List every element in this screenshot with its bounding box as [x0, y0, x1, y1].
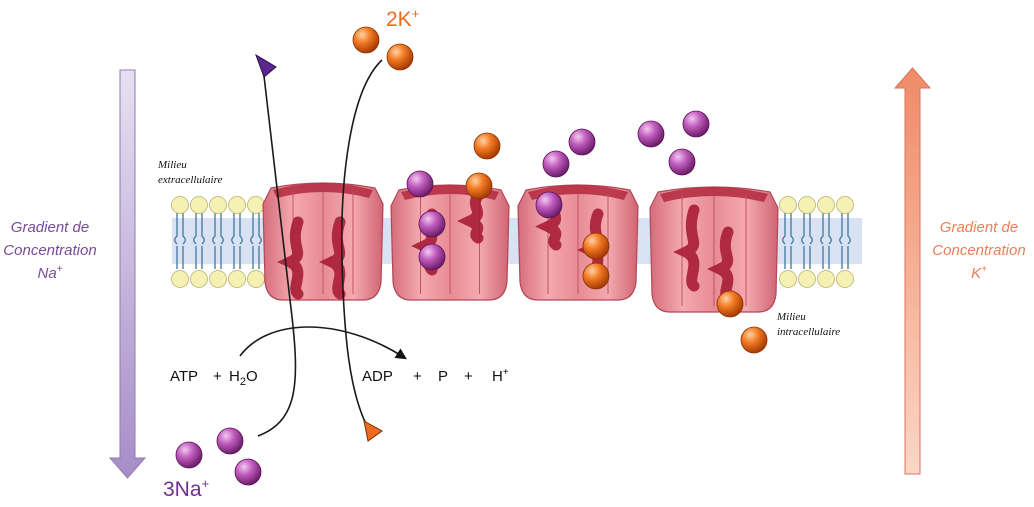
extracellular-line2: extracellulaire	[158, 173, 222, 188]
proton-sup: +	[503, 367, 509, 378]
extracellular-label: Milieu extracellulaire	[158, 158, 222, 188]
potassium-sup: +	[412, 6, 420, 21]
sodium-ion	[407, 171, 433, 197]
k-gradient-ion: K	[971, 265, 981, 282]
sodium-ion	[669, 149, 695, 175]
k-gradient-line2: Concentration	[924, 239, 1034, 262]
k-gradient-line1: Gradient de	[924, 216, 1034, 239]
sodium-sup: +	[202, 476, 210, 491]
potassium-ion-label: 2K+	[386, 8, 419, 32]
potassium-ion	[353, 27, 379, 53]
phosphate-label: P	[438, 368, 448, 385]
proton-label: H+	[492, 368, 509, 385]
plus-sign-1: +	[213, 368, 222, 385]
sodium-ion	[419, 211, 445, 237]
k-entry-arrowhead	[364, 421, 382, 441]
na-gradient-arrow	[110, 70, 145, 478]
sodium-ion	[176, 442, 202, 468]
sodium-ion-label: 3Na+	[163, 478, 209, 502]
sodium-ion	[235, 459, 261, 485]
pump-proteins	[263, 183, 778, 312]
adp-label: ADP	[362, 368, 393, 385]
potassium-ion	[583, 233, 609, 259]
potassium-ion	[474, 133, 500, 159]
potassium-ion	[717, 291, 743, 317]
atpase-pump	[263, 183, 383, 300]
water-h: H	[229, 368, 240, 385]
potassium-ion	[583, 263, 609, 289]
na-gradient-label: Gradient de Concentration Na+	[2, 216, 98, 285]
k-gradient-label: Gradient de Concentration K+	[924, 216, 1034, 285]
potassium-count-label: 2K	[386, 8, 412, 31]
intracellular-line2: intracellulaire	[777, 325, 840, 340]
intracellular-label: Milieu intracellulaire	[777, 310, 840, 340]
na-gradient-sup: +	[57, 264, 63, 275]
potassium-ion	[387, 44, 413, 70]
sodium-ion	[419, 244, 445, 270]
potassium-ion	[741, 327, 767, 353]
atpase-pump	[391, 185, 509, 300]
plus-sign-2: +	[413, 368, 422, 385]
na-gradient-ion: Na	[37, 265, 56, 282]
sodium-ion	[217, 428, 243, 454]
na-gradient-line1: Gradient de	[2, 216, 98, 239]
proton-h: H	[492, 368, 503, 385]
k-gradient-sup: +	[981, 264, 987, 275]
extracellular-line1: Milieu	[158, 158, 222, 173]
intracellular-line1: Milieu	[777, 310, 840, 325]
water-o: O	[246, 368, 258, 385]
sodium-count-label: 3Na	[163, 478, 202, 501]
sodium-ion	[536, 192, 562, 218]
plus-sign-3: +	[464, 368, 473, 385]
sodium-ion	[638, 121, 664, 147]
na-exit-arrowhead	[256, 55, 276, 77]
atp-label: ATP	[170, 368, 198, 385]
potassium-ion	[466, 173, 492, 199]
sodium-ion	[569, 129, 595, 155]
sodium-ion	[683, 111, 709, 137]
sodium-ion	[543, 151, 569, 177]
na-gradient-line2: Concentration	[2, 239, 98, 262]
atpase-pump	[650, 187, 778, 312]
water-label: H2O	[229, 368, 258, 388]
